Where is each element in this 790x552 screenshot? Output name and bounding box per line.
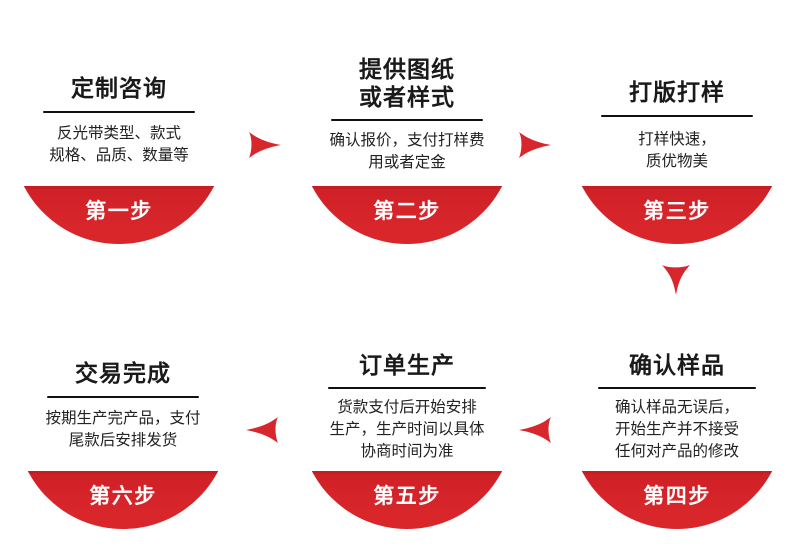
step-node-2[interactable]: 提供图纸 或者样式 确认报价，支付打样费 用或者定金 第二步 <box>300 30 514 244</box>
step-node-5-content: 订单生产 货款支付后开始安排 生产，生产时间以具体 协商时间为准 <box>300 315 514 529</box>
step-node-5-banner: 第五步 <box>300 471 514 529</box>
step-node-4-banner-shape <box>570 471 784 529</box>
step-node-4-description: 确认样品无误后， 开始生产并不接受 任何对产品的修改 <box>614 399 739 461</box>
arrow-left-icon-step4-step5 <box>513 409 557 451</box>
step-node-6-banner: 第六步 <box>16 471 230 529</box>
arrow-down-icon-step3-step4 <box>655 258 697 302</box>
step-node-4-banner: 第四步 <box>570 471 784 529</box>
step-node-5-divider <box>328 387 486 390</box>
step-node-4-badge: 第四步 <box>643 485 711 508</box>
step-node-1-badge: 第一步 <box>85 200 153 223</box>
step-node-3-divider <box>601 115 753 118</box>
step-node-1[interactable]: 定制咨询 反光带类型、款式 规格、品质、数量等 第一步 <box>12 30 226 244</box>
arrow-right-icon-step1-step2 <box>243 124 287 166</box>
step-node-6-banner-shape <box>16 471 230 529</box>
step-node-5-banner-shape <box>300 471 514 529</box>
step-node-1-title: 定制咨询 <box>71 75 167 101</box>
step-node-1-divider <box>43 111 195 114</box>
step-node-1-banner: 第一步 <box>12 186 226 244</box>
step-node-6-content: 交易完成 按期生产完产品，支付 尾款后安排发货 <box>16 315 230 529</box>
step-node-2-content: 提供图纸 或者样式 确认报价，支付打样费 用或者定金 <box>300 30 514 244</box>
step-node-1-description: 反光带类型、款式 规格、品质、数量等 <box>49 125 189 165</box>
step-node-2-description: 确认报价，支付打样费 用或者定金 <box>329 132 485 172</box>
step-node-4-divider <box>598 387 756 390</box>
step-node-5[interactable]: 订单生产 货款支付后开始安排 生产，生产时间以具体 协商时间为准 第五步 <box>300 315 514 529</box>
step-node-2-banner-shape <box>300 186 514 244</box>
step-node-3[interactable]: 打版打样 打样快速， 质优物美 第三步 <box>570 30 784 244</box>
arrow-right-icon-step2-step3 <box>513 124 557 166</box>
step-node-6-description: 按期生产完产品，支付 尾款后安排发货 <box>45 410 201 450</box>
step-node-3-title: 打版打样 <box>629 79 725 105</box>
step-node-1-banner-shape <box>12 186 226 244</box>
step-node-4-content: 确认样品 确认样品无误后， 开始生产并不接受 任何对产品的修改 <box>570 315 784 529</box>
step-node-2-banner: 第二步 <box>300 186 514 244</box>
step-node-4-title: 确认样品 <box>629 352 725 378</box>
step-node-2-badge: 第二步 <box>373 200 441 223</box>
step-node-3-banner: 第三步 <box>570 186 784 244</box>
step-node-3-banner-shape <box>570 186 784 244</box>
step-node-6[interactable]: 交易完成 按期生产完产品，支付 尾款后安排发货 第六步 <box>16 315 230 529</box>
step-node-1-content: 定制咨询 反光带类型、款式 规格、品质、数量等 <box>12 30 226 244</box>
step-node-5-title: 订单生产 <box>359 352 455 378</box>
step-node-5-description: 货款支付后开始安排 生产，生产时间以具体 协商时间为准 <box>329 399 485 461</box>
arrow-left-icon-step5-step6 <box>240 409 284 451</box>
step-node-3-description: 打样快速， 质优物美 <box>638 131 716 171</box>
step-node-3-content: 打版打样 打样快速， 质优物美 <box>570 30 784 244</box>
step-node-6-title: 交易完成 <box>75 360 171 386</box>
step-node-6-divider <box>47 396 199 399</box>
step-node-6-badge: 第六步 <box>89 485 157 508</box>
step-node-2-divider <box>331 119 483 122</box>
step-node-4[interactable]: 确认样品 确认样品无误后， 开始生产并不接受 任何对产品的修改 第四步 <box>570 315 784 529</box>
step-node-5-badge: 第五步 <box>373 485 441 508</box>
step-node-2-title: 提供图纸 或者样式 <box>359 56 455 111</box>
step-node-3-badge: 第三步 <box>643 200 711 223</box>
